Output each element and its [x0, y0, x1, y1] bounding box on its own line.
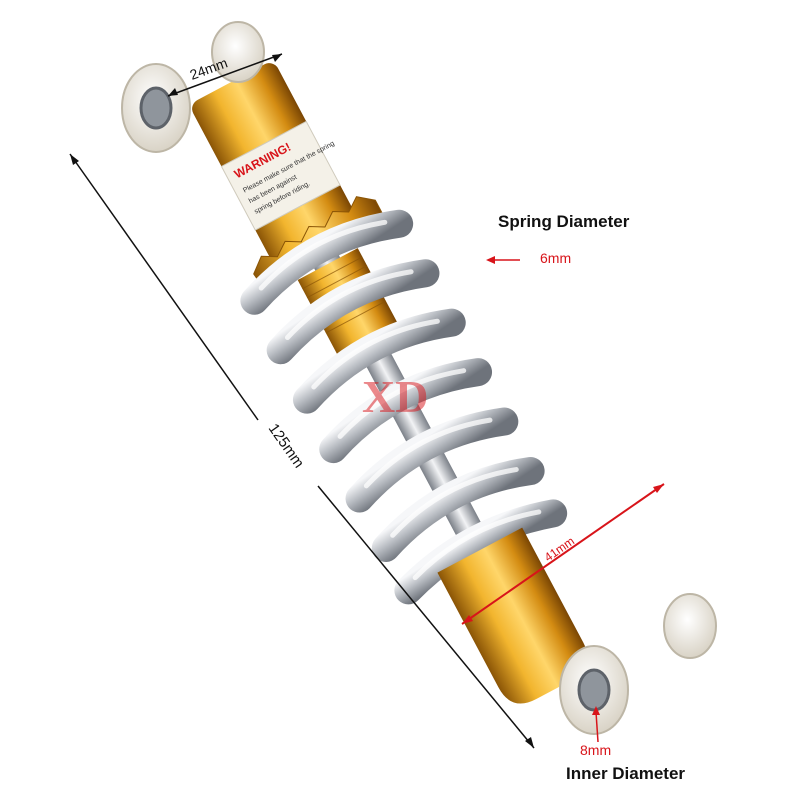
- top-bushing: [121, 21, 265, 153]
- top-width-arrow-right: [272, 54, 282, 62]
- spring-outer-arrow-left: [462, 615, 473, 624]
- shock-body: WARNING! Please make sure that the sprin…: [192, 63, 588, 704]
- spring-outer-arrow-right: [653, 484, 664, 493]
- length-arrow-bottom: [525, 737, 534, 748]
- lower-clevis: [437, 527, 588, 704]
- spring-wire-value: 6mm: [540, 250, 572, 266]
- bottom-bushing: [559, 593, 717, 735]
- length-dimension-line-upper: [69, 153, 259, 421]
- top-width-arrow-left: [168, 88, 178, 96]
- top-width-dimension-line: [167, 53, 283, 97]
- inner-diameter-arrow-line: [595, 711, 599, 743]
- inner-diameter-value: 8mm: [580, 742, 612, 758]
- overall-length-label: 125mm: [265, 421, 308, 472]
- length-arrow-top: [70, 154, 79, 165]
- warning-sticker: [220, 120, 341, 231]
- length-dimension-line-lower: [317, 485, 535, 749]
- top-width-label: 24mm: [188, 54, 230, 82]
- inner-diameter-title: Inner Diameter: [566, 764, 686, 783]
- coil-spring: [240, 209, 568, 605]
- spring-wire-arrow-head: [486, 256, 495, 264]
- watermark-logo: XD: [362, 371, 428, 422]
- spring-outer-dimension-line: [461, 483, 665, 625]
- inner-diameter-arrow-head: [592, 706, 600, 715]
- spring-diameter-title: Spring Diameter: [498, 212, 630, 231]
